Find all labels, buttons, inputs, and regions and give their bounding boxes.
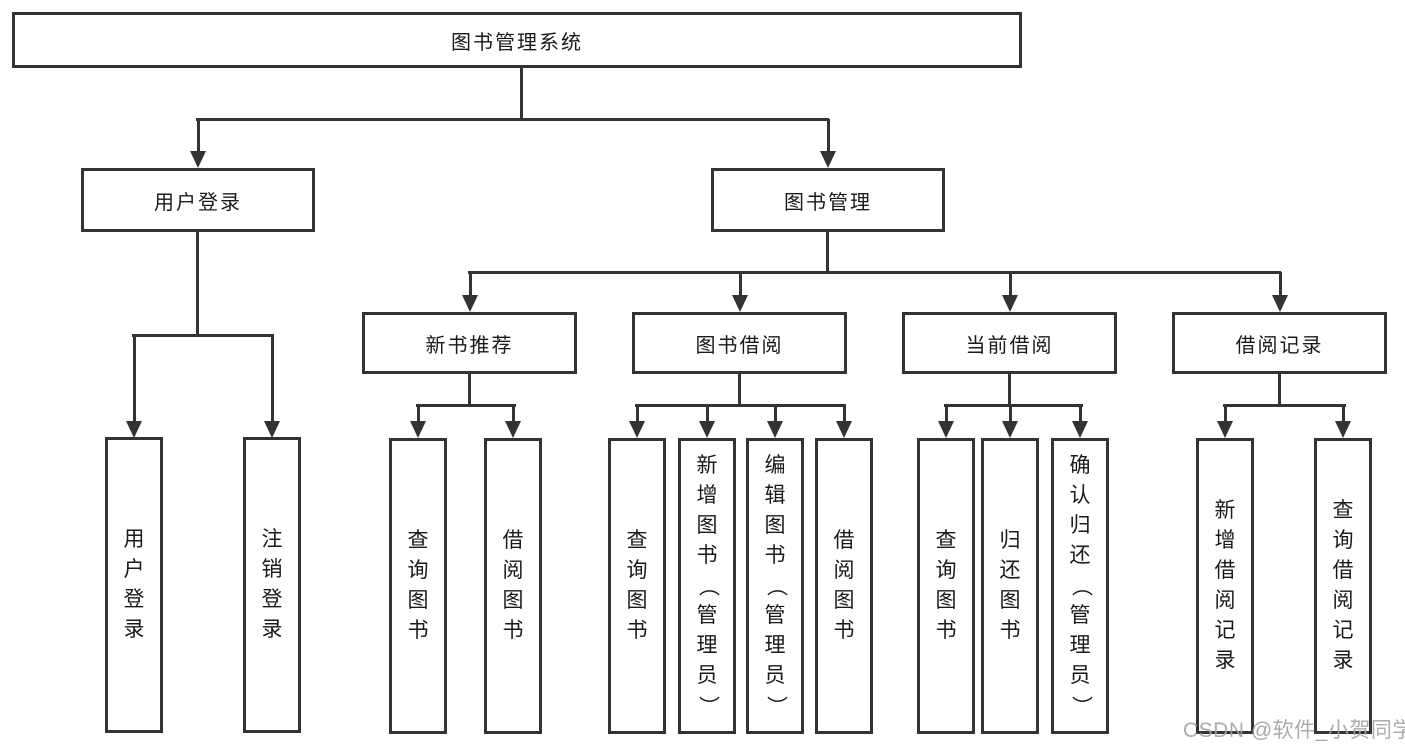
connector-line — [196, 231, 199, 337]
connector-line — [738, 373, 741, 407]
node-borrowing-records: 借阅记录 — [1172, 312, 1387, 374]
leaf-query-books: 查询图书 — [389, 438, 447, 734]
csdn-watermark: CSDN @软件_小贺同学 — [1183, 719, 1405, 742]
connector-arrow-down — [264, 335, 280, 438]
connector-line — [196, 118, 829, 121]
leaf-label: 查询借阅记录 — [1332, 499, 1354, 672]
connector-arrow-down — [820, 119, 836, 168]
connector-arrow-down — [1002, 405, 1018, 438]
leaf-label: 确认归还（管理员） — [1069, 454, 1092, 717]
connector-arrow-down — [1002, 272, 1018, 312]
leaf-confirm-return-admin: 确认归还（管理员） — [1051, 438, 1109, 734]
connector-line — [1278, 373, 1281, 407]
connector-arrow-down — [410, 405, 426, 438]
connector-arrow-down — [1217, 405, 1233, 438]
node-label: 新书推荐 — [425, 334, 514, 357]
connector-arrow-down — [699, 405, 715, 438]
leaf-label: 查询图书 — [626, 529, 648, 642]
leaf-borrow-books: 借阅图书 — [484, 438, 542, 734]
leaf-query-borrow-record: 查询借阅记录 — [1314, 438, 1372, 734]
connector-line — [132, 334, 274, 337]
leaf-query-books-2: 查询图书 — [608, 438, 666, 734]
connector-line — [1223, 404, 1346, 407]
node-book-borrowing: 图书借阅 — [632, 312, 847, 374]
leaf-label: 注销登录 — [261, 528, 283, 641]
node-label: 当前借阅 — [965, 334, 1054, 357]
leaf-label: 新增借阅记录 — [1214, 499, 1236, 672]
connector-line — [520, 67, 523, 120]
connector-arrow-down — [1072, 405, 1088, 438]
connector-arrow-down — [1335, 405, 1351, 438]
connector-line — [944, 404, 1083, 407]
connector-arrow-down — [126, 335, 142, 438]
leaf-label: 编辑图书（管理员） — [764, 454, 787, 717]
leaf-label: 借阅图书 — [502, 529, 524, 642]
connector-arrow-down — [190, 119, 206, 168]
connector-arrow-down — [505, 405, 521, 438]
node-label: 借阅记录 — [1235, 334, 1324, 357]
connector-line — [468, 373, 471, 407]
leaf-edit-books-admin: 编辑图书（管理员） — [746, 438, 804, 734]
connector-line — [468, 271, 1281, 274]
leaf-label: 借阅图书 — [833, 529, 855, 642]
node-label: 用户登录 — [154, 191, 242, 214]
connector-line — [826, 231, 829, 273]
leaf-label: 新增图书（管理员） — [696, 454, 719, 717]
leaf-user-login: 用户登录 — [105, 437, 163, 733]
leaf-borrow-books-2: 借阅图书 — [815, 438, 873, 734]
connector-arrow-down — [767, 405, 783, 438]
connector-arrow-down — [462, 272, 478, 312]
leaf-return-books: 归还图书 — [981, 438, 1039, 734]
node-book-management: 图书管理 — [711, 168, 945, 232]
leaf-label: 查询图书 — [407, 529, 429, 642]
connector-line — [1008, 373, 1011, 407]
leaf-label: 用户登录 — [123, 528, 145, 641]
connector-line — [416, 404, 516, 407]
leaf-label: 查询图书 — [935, 529, 957, 642]
connector-arrow-down — [629, 405, 645, 438]
leaf-add-books-admin: 新增图书（管理员） — [678, 438, 736, 734]
connector-line — [635, 404, 846, 407]
leaf-logout: 注销登录 — [243, 437, 301, 733]
leaf-add-borrow-record: 新增借阅记录 — [1196, 438, 1254, 734]
connector-arrow-down — [1272, 272, 1288, 312]
connector-arrow-down — [836, 405, 852, 438]
node-library-management-system: 图书管理系统 — [12, 12, 1022, 68]
node-label: 图书借阅 — [695, 334, 784, 357]
connector-arrow-down — [732, 272, 748, 312]
connector-arrow-down — [938, 405, 954, 438]
node-user-login: 用户登录 — [81, 168, 315, 232]
node-label: 图书管理 — [784, 191, 872, 214]
leaf-query-books-3: 查询图书 — [917, 438, 975, 734]
node-new-book-recommendation: 新书推荐 — [362, 312, 577, 374]
node-label: 图书管理系统 — [451, 31, 583, 54]
leaf-label: 归还图书 — [999, 529, 1021, 642]
node-current-borrowing: 当前借阅 — [902, 312, 1117, 374]
